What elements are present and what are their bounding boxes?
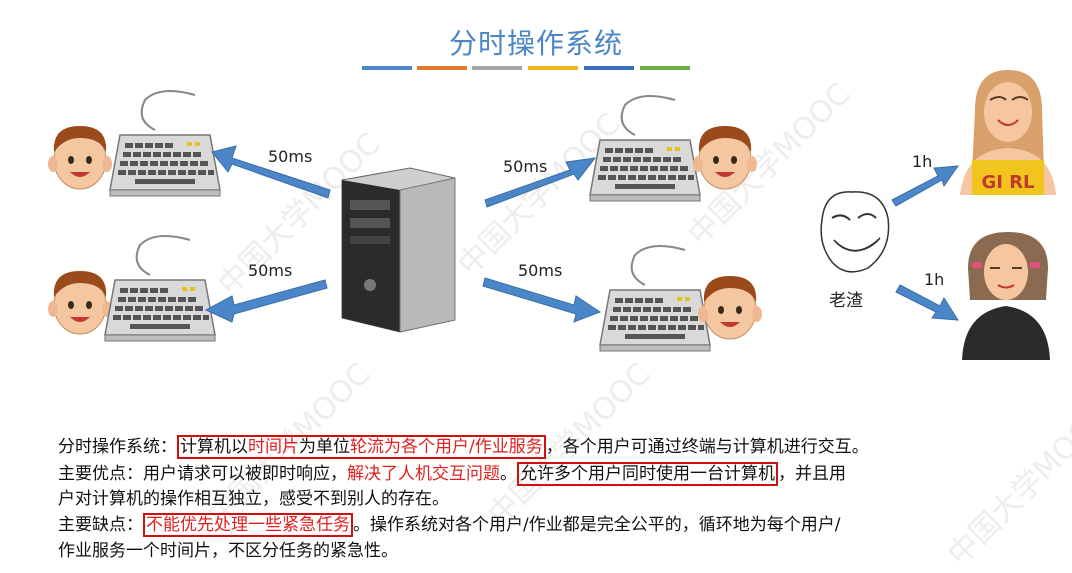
user-face-icon bbox=[47, 270, 113, 335]
arrow-label-to-girl: 1h bbox=[912, 152, 933, 171]
keyboard-icon bbox=[589, 95, 701, 202]
user-face-icon bbox=[47, 125, 113, 190]
woman-avatar-icon bbox=[962, 232, 1050, 360]
desc-line4-prefix: 主要缺点： bbox=[58, 515, 143, 535]
title-underline-bar bbox=[528, 66, 578, 70]
highlight-box: 计算机以时间片为单位轮流为各个用户/作业服务 bbox=[177, 435, 546, 459]
arrow-label-top-right: 50ms bbox=[503, 157, 548, 176]
person-label: 老渣 bbox=[829, 291, 863, 311]
watermark: 中国大学MOOC bbox=[941, 396, 1072, 573]
server-tower-icon bbox=[341, 167, 456, 333]
arrow-to-woman bbox=[895, 284, 959, 321]
arrow-label-bottom-left: 50ms bbox=[248, 261, 293, 280]
arrow-bottom-left bbox=[204, 279, 328, 323]
girl-avatar-icon: GI RL bbox=[960, 70, 1056, 195]
title-underline-bar bbox=[417, 66, 467, 70]
desc-line2-suffix: ，并且用 bbox=[778, 464, 846, 484]
highlight-box: 不能优先处理一些紧急任务 bbox=[143, 513, 353, 537]
desc-line-4: 主要缺点：不能优先处理一些紧急任务。操作系统对各个用户/作业都是完全公平的，循环… bbox=[58, 510, 841, 537]
arrow-bottom-right bbox=[482, 277, 602, 323]
timesharing-diagram: GI RL bbox=[47, 70, 1056, 360]
title-underline-bar bbox=[362, 66, 412, 70]
desc-line1-prefix: 分时操作系统： bbox=[58, 437, 177, 457]
arrow-label-bottom-right: 50ms bbox=[518, 261, 563, 280]
desc-line-1: 分时操作系统：计算机以时间片为单位轮流为各个用户/作业服务，各个用户可通过终端与… bbox=[58, 432, 869, 459]
desc-line1-b1-b: 时间片 bbox=[248, 437, 299, 457]
desc-line1-b1-a: 计算机以 bbox=[180, 437, 248, 457]
arrow-label-to-woman: 1h bbox=[924, 270, 945, 289]
arrow-top-right bbox=[484, 157, 597, 208]
keyboard-icon bbox=[599, 245, 711, 352]
svg-text:GI RL: GI RL bbox=[981, 172, 1034, 193]
desc-line-3: 户对计算机的操作相互独立，感受不到别人的存在。 bbox=[58, 489, 449, 509]
arrow-top-left bbox=[211, 145, 331, 199]
desc-line4-suffix: 。操作系统对各个用户/作业都是完全公平的，循环地为每个用户/ bbox=[353, 515, 841, 535]
page-title: 分时操作系统 bbox=[448, 27, 623, 60]
troll-face-icon bbox=[820, 191, 890, 273]
title-underline-bar bbox=[472, 66, 522, 70]
desc-line2-mid: 。 bbox=[500, 464, 517, 484]
desc-line-2: 主要优点：用户请求可以被即时响应，解决了人机交互问题。允许多个用户同时使用一台计… bbox=[58, 459, 846, 486]
desc-line1-b1-c: 为单位 bbox=[299, 437, 350, 457]
highlight-box: 允许多个用户同时使用一台计算机 bbox=[517, 462, 778, 486]
user-face-icon bbox=[692, 125, 758, 190]
keyboard-icon bbox=[109, 90, 221, 197]
desc-line1-b1-d: 轮流为各个用户/作业服务 bbox=[350, 437, 543, 457]
arrow-to-girl bbox=[891, 165, 960, 207]
desc-line2-prefix: 主要优点：用户请求可以被即时响应， bbox=[58, 464, 347, 484]
title-underline-bar bbox=[584, 66, 634, 70]
title-underline-bar bbox=[640, 66, 690, 70]
keyboard-icon bbox=[104, 235, 216, 342]
desc-line1-suffix: ，各个用户可通过终端与计算机进行交互。 bbox=[545, 437, 869, 457]
arrow-label-top-left: 50ms bbox=[268, 147, 313, 166]
desc-line2-red: 解决了人机交互问题 bbox=[347, 464, 500, 484]
desc-line-5: 作业服务一个时间片，不区分任务的紧急性。 bbox=[58, 541, 398, 561]
